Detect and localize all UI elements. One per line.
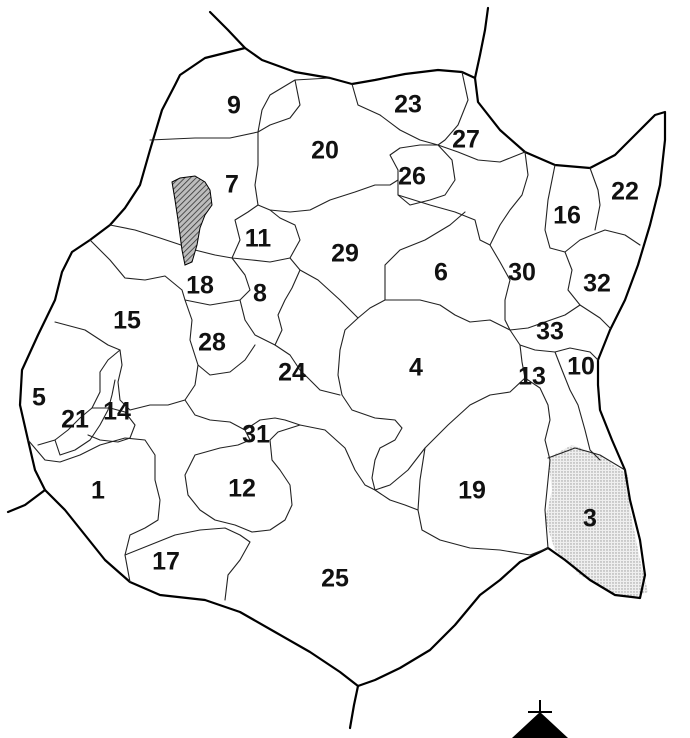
internal-borders <box>27 71 641 601</box>
region-label-21: 21 <box>61 406 89 434</box>
external-line-south <box>348 684 360 730</box>
region-label-23: 23 <box>394 91 422 119</box>
region-labels: 1 3 4 5 6 7 8 9 10 11 12 13 14 15 16 17 … <box>32 91 639 593</box>
region-label-33: 33 <box>536 318 564 346</box>
region-label-27: 27 <box>452 126 480 154</box>
region-label-30: 30 <box>508 259 536 287</box>
region-label-22: 22 <box>611 178 639 206</box>
map-outline <box>18 46 667 688</box>
region-3-shading <box>545 445 648 598</box>
region-label-19: 19 <box>458 477 486 505</box>
region-label-8: 8 <box>253 280 267 308</box>
external-line-southwest <box>6 488 47 514</box>
region-label-26: 26 <box>398 163 426 191</box>
region-label-11: 11 <box>245 225 272 253</box>
region-label-28: 28 <box>198 329 226 357</box>
region-label-25: 25 <box>321 565 349 593</box>
region-label-7: 7 <box>225 171 239 199</box>
region-label-9: 9 <box>227 92 241 120</box>
region-label-3: 3 <box>583 505 597 533</box>
region-label-32: 32 <box>583 270 611 298</box>
region-label-12: 12 <box>228 475 256 503</box>
region-label-15: 15 <box>113 307 141 335</box>
region-label-20: 20 <box>311 137 339 165</box>
external-line-northeast <box>473 6 490 80</box>
region-label-4: 4 <box>409 354 423 382</box>
region-label-6: 6 <box>434 259 448 287</box>
region-label-17: 17 <box>152 548 180 576</box>
north-arrow-icon <box>512 712 568 738</box>
region-label-24: 24 <box>278 359 306 387</box>
region-label-14: 14 <box>103 398 131 426</box>
region-label-10: 10 <box>567 353 595 381</box>
hatched-area <box>171 175 213 266</box>
external-line-north <box>208 10 247 50</box>
region-label-1: 1 <box>91 477 105 505</box>
region-label-29: 29 <box>331 240 359 268</box>
region-label-18: 18 <box>186 272 214 300</box>
region-label-5: 5 <box>32 384 46 412</box>
region-label-13: 13 <box>518 363 546 391</box>
north-arrow-icon-cross <box>528 700 552 716</box>
region-label-31: 31 <box>242 421 270 449</box>
region-label-16: 16 <box>553 202 581 230</box>
